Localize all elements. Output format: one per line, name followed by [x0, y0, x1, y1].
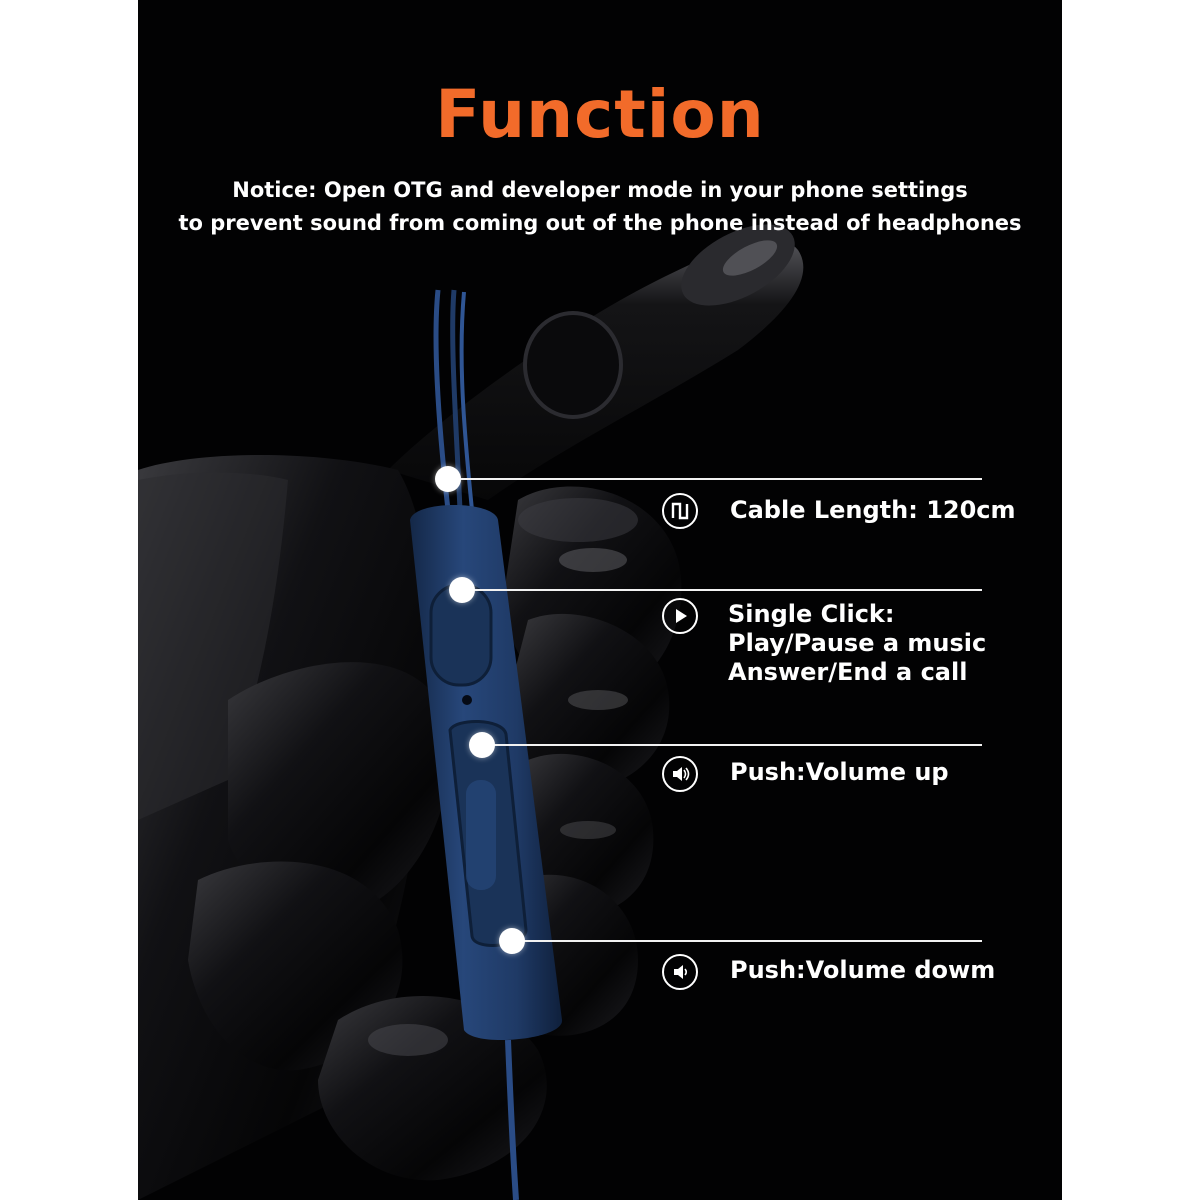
callout-line — [462, 589, 982, 591]
feature-line: Answer/End a call — [728, 658, 968, 686]
play-icon — [662, 598, 698, 634]
callout-line — [512, 940, 982, 942]
feature-cable-length: Cable Length: 120cm — [730, 496, 1016, 525]
speaker-volume-up-icon — [662, 756, 698, 792]
callout-line — [482, 744, 982, 746]
callout-line — [448, 478, 982, 480]
product-poster: Function Notice: Open OTG and developer … — [138, 0, 1062, 1200]
feature-line: Cable Length: 120cm — [730, 496, 1016, 524]
feature-volume-up: Push:Volume up — [730, 758, 949, 787]
notice-line: to prevent sound from coming out of the … — [178, 211, 1022, 235]
page-title: Function — [435, 76, 765, 153]
cable-length-icon — [662, 493, 698, 529]
callout-dot — [499, 928, 525, 954]
hand-holding-earphone-remote-image — [138, 224, 804, 1200]
notice-text: Notice: Open OTG and developer mode in y… — [178, 174, 1022, 240]
callout-dot — [469, 732, 495, 758]
feature-line: Play/Pause a music — [728, 629, 987, 657]
feature-single-click: Single Click: Play/Pause a music Answer/… — [728, 600, 986, 687]
feature-line: Single Click: — [728, 600, 895, 628]
callout-dot — [449, 577, 475, 603]
notice-line: Notice: Open OTG and developer mode in y… — [232, 178, 968, 202]
feature-line: Push:Volume dowm — [730, 956, 996, 984]
feature-line: Push:Volume up — [730, 758, 949, 786]
speaker-volume-down-icon — [662, 954, 698, 990]
feature-volume-down: Push:Volume dowm — [730, 956, 995, 985]
callout-dot — [435, 466, 461, 492]
